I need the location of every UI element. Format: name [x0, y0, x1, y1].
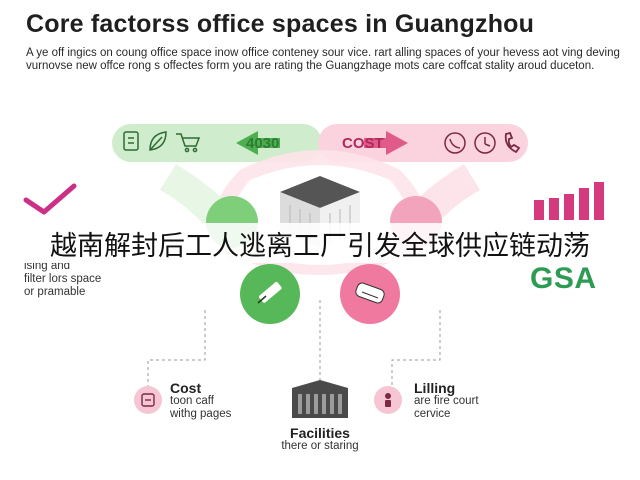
facilities-building-icon	[292, 380, 348, 418]
left-caption: ising and filter lors space or pramable	[24, 260, 101, 299]
bottom-right-line-2: cervice	[414, 408, 451, 420]
left-caption-line-3: or pramable	[24, 286, 86, 298]
gsa-brand-text: GSA	[530, 262, 597, 295]
bottom-left-line-2: withg pages	[170, 408, 232, 420]
left-caption-line-2: filter lors space	[24, 273, 102, 285]
lilling-icon	[374, 386, 402, 414]
clipboard-icon	[123, 131, 139, 151]
phone-icon	[444, 132, 466, 154]
checkmark-icon	[23, 183, 77, 215]
bottom-center-line-1: there or staring	[281, 440, 359, 452]
left-caption-line-1: ising and	[24, 260, 71, 272]
clock-icon	[474, 132, 496, 154]
bottom-right-heading: Lilling	[414, 380, 456, 396]
bottom-left-heading: Cost	[170, 380, 202, 396]
overlay-headline-banner: 越南解封后工人逃离工厂引发全球供应链动荡	[0, 223, 640, 263]
bottom-left-line-1: toon caff	[170, 395, 214, 407]
bottom-right-line-1: are fire court	[414, 395, 479, 407]
cost-icon	[134, 386, 162, 414]
cart-icon	[176, 133, 201, 153]
handset-icon	[504, 131, 521, 154]
leaf-icon	[149, 131, 167, 151]
top-left-pill-label: 4030	[246, 135, 280, 152]
document-circle	[340, 264, 400, 324]
bar-chart-icon	[534, 182, 604, 220]
bottom-center-heading: Facilities	[290, 425, 350, 441]
bottom-right-caption: Lilling are fire court cervice	[414, 380, 479, 421]
bottom-center-caption: Facilities there or staring	[250, 425, 390, 453]
diagram-title: Core factorss office spaces in Guangzhou	[26, 10, 535, 38]
connector-lines	[147, 300, 441, 392]
pen-circle	[240, 264, 300, 324]
intro-paragraph: A ye off ingics on coung office space in…	[26, 47, 620, 72]
top-right-pill-label: COST	[342, 135, 384, 152]
top-left-pill	[112, 124, 322, 162]
top-right-pill	[318, 124, 528, 162]
bottom-left-caption: Cost toon caff withg pages	[170, 380, 232, 421]
